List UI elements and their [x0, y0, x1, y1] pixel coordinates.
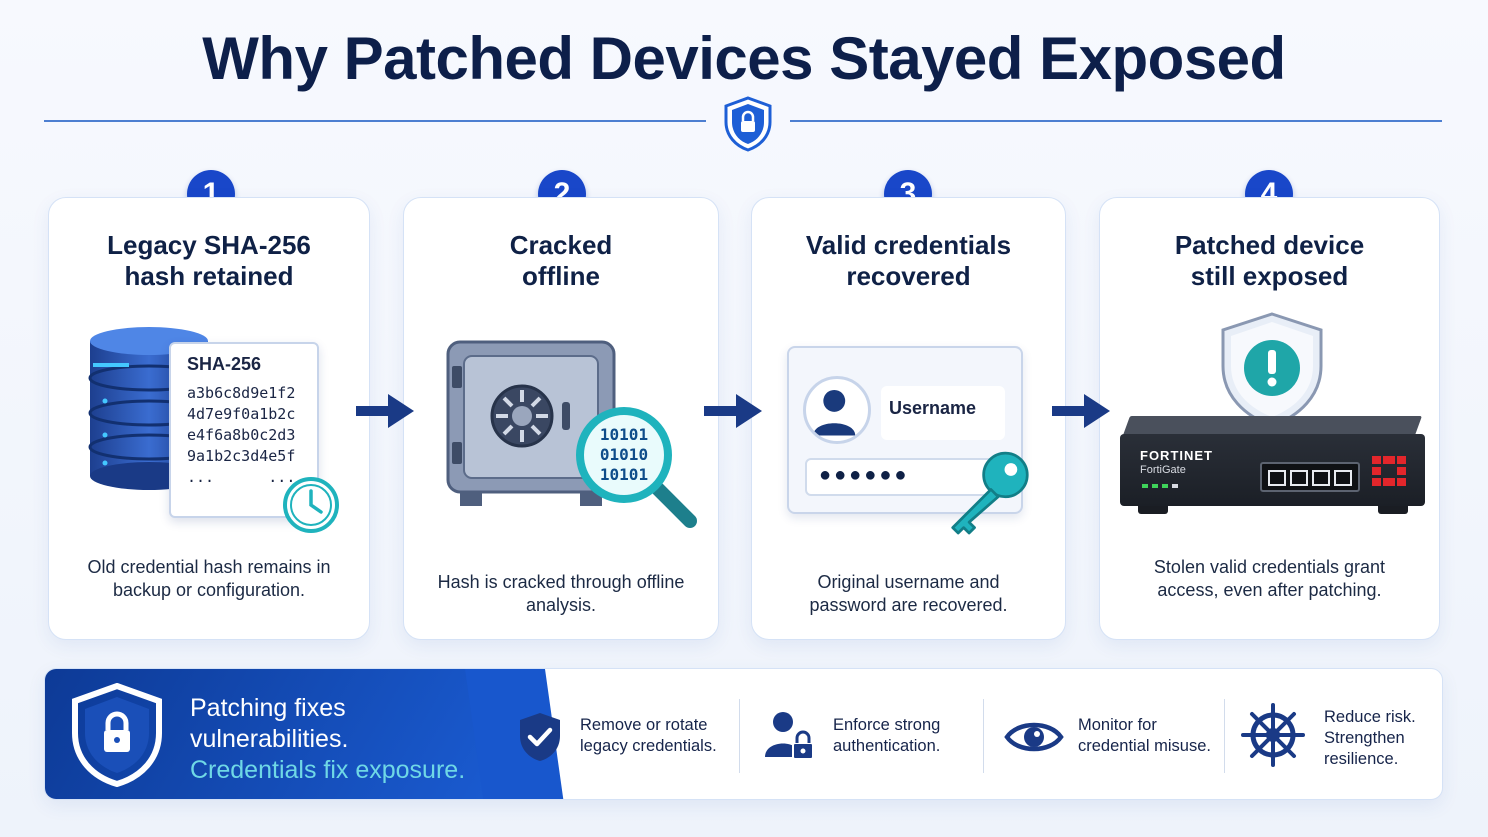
tip-4-line3: resilience. — [1324, 750, 1399, 768]
hash-line: 4d7e9f0a1b2c — [187, 405, 296, 423]
banner-line3: Credentials fix exposure. — [190, 756, 466, 784]
step-4-title-line1: Patched device — [1174, 230, 1365, 260]
shield-lock-icon — [72, 683, 162, 787]
page-title: Why Patched Devices Stayed Exposed — [202, 25, 1286, 92]
hash-line: e4f6a8b0c2d3 — [187, 426, 296, 444]
ethernet-ports — [1260, 462, 1360, 492]
tip-2-line1: Enforce strong — [833, 716, 941, 734]
shield-check-icon — [520, 713, 560, 761]
step-2-title: Cracked offline — [404, 230, 718, 292]
tip-3-text: Monitor for credential misuse. — [1078, 715, 1211, 757]
device-model: FortiGate — [1140, 464, 1186, 476]
tip-2-line2: authentication. — [833, 737, 941, 755]
password-mask: ●●●●●● — [819, 464, 910, 486]
step-1-title: Legacy SHA-256 hash retained — [49, 230, 369, 292]
binary-line: 10101 — [599, 465, 649, 484]
step-4-title: Patched device still exposed — [1100, 230, 1439, 292]
fortigate-device: FORTINET FortiGate — [1120, 416, 1425, 516]
tip-1-text: Remove or rotate legacy credentials. — [580, 715, 717, 757]
tip-1-line1: Remove or rotate — [580, 716, 708, 734]
password-field — [805, 458, 1005, 496]
hash-line: a3b6c8d9e1f2 — [187, 384, 296, 402]
tip-1-line2: legacy credentials. — [580, 737, 717, 755]
fortinet-logo-icon — [1372, 456, 1406, 486]
takeaways-panel: Patching fixes vulnerabilities. Credenti… — [44, 668, 1443, 800]
tip-3-line1: Monitor for — [1078, 716, 1157, 734]
banner-line1: Patching fixes — [190, 694, 346, 722]
username-label: Username — [889, 398, 977, 418]
tip-3-line2: credential misuse. — [1078, 737, 1211, 755]
title-divider-left — [44, 120, 706, 122]
arrow-right-icon — [704, 394, 762, 428]
step-3-title-line1: Valid credentials — [805, 230, 1012, 260]
tip-divider — [1224, 699, 1225, 773]
step-1-card: Legacy SHA-256 hash retained SHA-256 a3b… — [48, 197, 370, 640]
safe-icon — [446, 340, 616, 506]
binary-line: 10101 — [599, 425, 649, 444]
step-2-card: Cracked offline 10101 01010 10101 Hash i… — [403, 197, 719, 640]
user-lock-icon — [765, 712, 814, 760]
step-3-card: Valid credentials recovered Username ●●●… — [751, 197, 1066, 640]
step-2-description: Hash is cracked through offline analysis… — [437, 572, 685, 615]
step-1-title-line2: hash retained — [124, 261, 294, 291]
step-2-title-line1: Cracked — [509, 230, 613, 260]
hash-line: 9a1b2c3d4e5f — [187, 447, 296, 465]
hash-doc-header: SHA-256 — [187, 354, 262, 374]
magnifier-icon: 10101 01010 10101 — [574, 405, 704, 535]
step-4-description: Stolen valid credentials grant access, e… — [1153, 557, 1386, 600]
eye-icon — [1004, 722, 1064, 752]
step-3-title-line2: recovered — [846, 261, 971, 291]
title-divider-right — [790, 120, 1442, 122]
login-form-illustration: Username ●●●●●● — [787, 346, 1023, 514]
arrow-right-icon — [1052, 394, 1110, 428]
banner-line2: vulnerabilities. — [190, 725, 349, 753]
tip-divider — [739, 699, 740, 773]
clock-icon — [283, 477, 339, 533]
step-1-description: Old credential hash remains in backup or… — [87, 557, 331, 600]
step-2-title-line2: offline — [522, 261, 600, 291]
user-avatar-icon — [803, 376, 871, 444]
tip-2-text: Enforce strong authentication. — [833, 715, 940, 757]
arrow-right-icon — [356, 394, 414, 428]
tip-divider — [983, 699, 984, 773]
key-icon — [951, 451, 1029, 535]
shield-lock-icon — [724, 96, 772, 152]
warning-shield-icon — [1221, 312, 1323, 428]
tip-4-text: Reduce risk. Strengthen resilience. — [1324, 707, 1416, 770]
banner-text: Patching fixes vulnerabilities. Credenti… — [190, 693, 465, 786]
ship-wheel-icon — [1241, 703, 1305, 767]
tip-4-line2: Strengthen — [1324, 729, 1405, 747]
hash-line: ... ... — [187, 468, 296, 486]
step-1-title-line1: Legacy SHA-256 — [107, 230, 311, 260]
step-4-card: Patched device still exposed FORTINET Fo… — [1099, 197, 1440, 640]
binary-line: 01010 — [599, 445, 649, 464]
tip-4-line1: Reduce risk. — [1324, 708, 1416, 726]
device-brand: FORTINET — [1140, 448, 1213, 463]
step-4-title-line2: still exposed — [1190, 261, 1349, 291]
step-3-description: Original username and password are recov… — [809, 572, 1008, 615]
username-field — [881, 386, 1005, 440]
step-3-title: Valid credentials recovered — [752, 230, 1065, 292]
